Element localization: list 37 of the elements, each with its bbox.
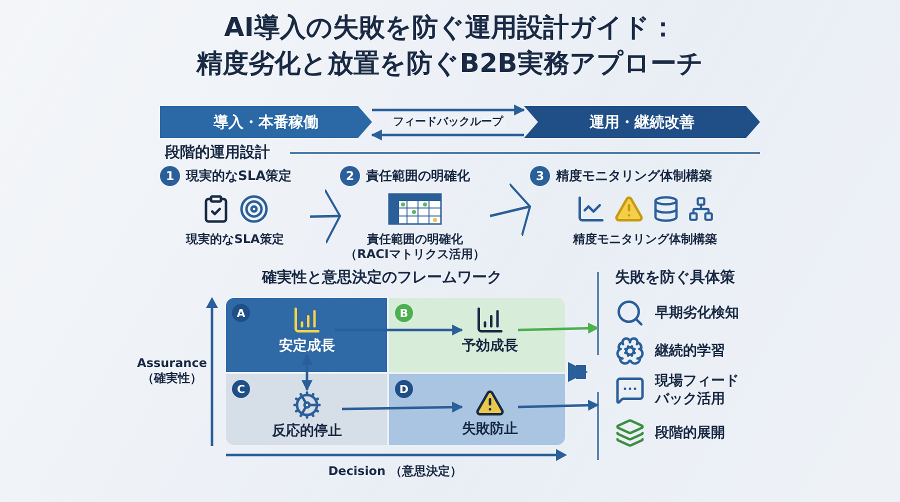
title: AI導入の失敗を防ぐ運用設計ガイド：精度劣化と放置を防ぐB2B実務アプローチ	[195, 12, 704, 81]
section-heading: 確実性と意思決定のフレームワーク	[262, 268, 502, 287]
step-caption: 精度モニタリング体制構築	[573, 232, 717, 247]
arrow	[370, 130, 524, 140]
step-title: 責任範囲の明確化	[366, 168, 470, 185]
arrow	[342, 402, 464, 413]
quadrant-label: 予効成長	[462, 337, 518, 355]
arrow	[372, 104, 526, 116]
block-arrow	[568, 362, 588, 382]
banner-label: 運用・継続改善	[590, 112, 694, 132]
axis-label: Decision （意思決定）	[327, 464, 463, 479]
section-heading: 段階的運用設計	[165, 143, 270, 162]
step-title: 現実的なSLA策定	[186, 168, 292, 185]
step-number-badge: 2	[340, 166, 360, 186]
measure-text: 継続的学習	[655, 342, 725, 360]
step-title: 精度モニタリング体制構築	[556, 168, 712, 185]
arrow	[518, 322, 600, 334]
stage-banner	[524, 106, 760, 138]
stage-banner	[160, 106, 372, 138]
measure-text: 段階的展開	[655, 424, 725, 442]
banner-label: 導入・本番稼働	[214, 112, 318, 132]
arrow	[310, 188, 342, 244]
panel-heading: 失敗を防ぐ具体策	[615, 268, 735, 287]
step-caption: 責任範囲の明確化（RACIマトリクス活用）	[344, 232, 486, 262]
quadrant-label: 反応的停止	[272, 422, 342, 440]
step-number-badge: 1	[160, 166, 180, 186]
arrow	[335, 324, 464, 336]
measure-text: 早期劣化検知	[655, 304, 739, 322]
quadrant-label: 失敗防止	[462, 420, 518, 438]
arrow	[518, 400, 600, 411]
axis-label: Assurance （確実性）	[136, 356, 208, 386]
quadrant-label: 安定成長	[279, 337, 335, 355]
step-number-badge: 3	[530, 166, 550, 186]
arrow	[302, 354, 312, 392]
step-caption: 現実的なSLA策定	[186, 232, 284, 247]
measure-text: 現場フィードバック活用	[655, 372, 740, 408]
arrow	[490, 182, 532, 237]
